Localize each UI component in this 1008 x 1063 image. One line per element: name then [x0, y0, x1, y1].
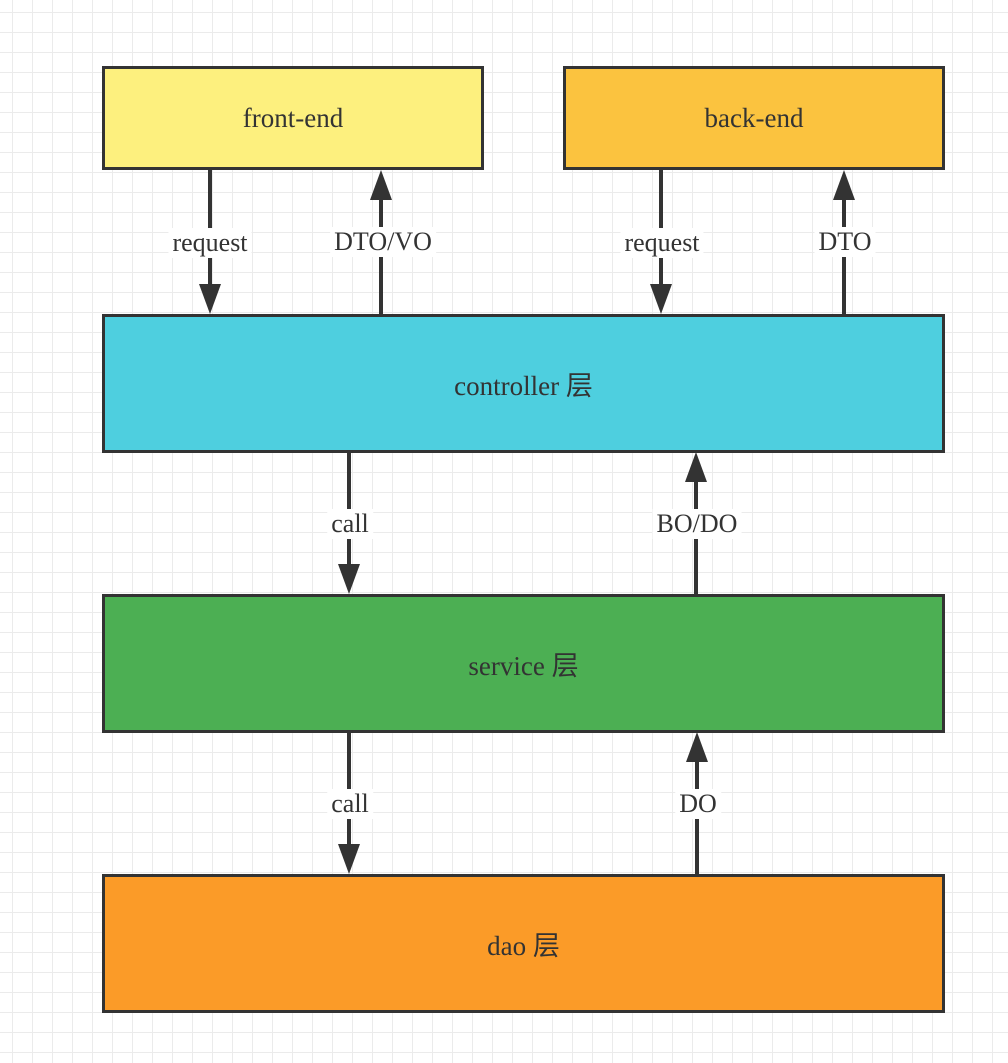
- front-end-label: front-end: [242, 102, 344, 133]
- dao-do-label: DO: [675, 789, 721, 819]
- service-bo-do-label: BO/DO: [652, 509, 742, 539]
- backend-dto-label: DTO: [814, 227, 876, 257]
- back-end-node[interactable]: back-end: [563, 66, 945, 170]
- controller-layer-label: controller 层: [454, 371, 593, 401]
- frontend-request-label: request: [168, 228, 252, 258]
- backend-request-label: request: [620, 228, 704, 258]
- dao-layer-label: dao 层: [487, 931, 560, 961]
- back-end-label: back-end: [704, 102, 804, 133]
- service-layer-node[interactable]: service 层: [102, 594, 945, 733]
- frontend-dto-vo-label: DTO/VO: [330, 227, 436, 257]
- service-layer-label: service 层: [468, 651, 579, 681]
- controller-layer-node[interactable]: controller 层: [102, 314, 945, 453]
- front-end-node[interactable]: front-end: [102, 66, 484, 170]
- service-call-label: call: [327, 789, 373, 819]
- controller-call-label: call: [327, 509, 373, 539]
- dao-layer-node[interactable]: dao 层: [102, 874, 945, 1013]
